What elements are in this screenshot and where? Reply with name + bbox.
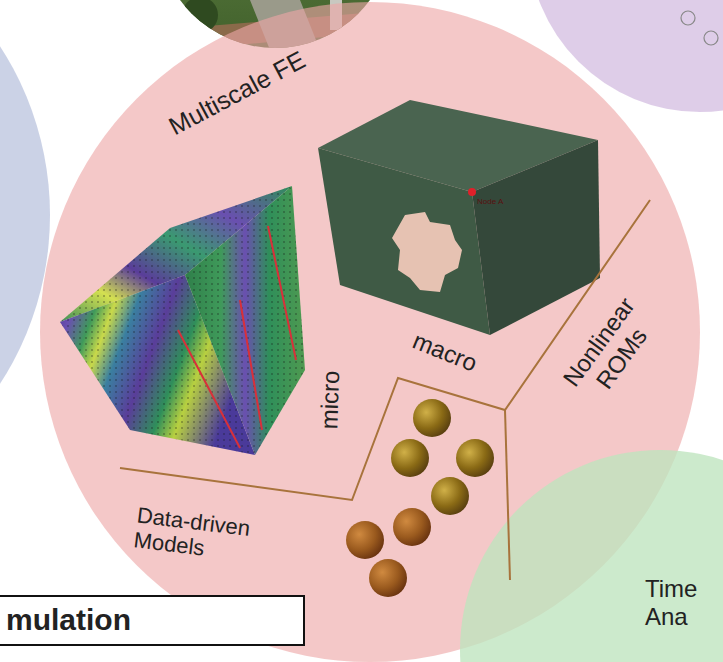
box-title: mulation [6, 603, 131, 638]
scale-label: micro [315, 370, 345, 430]
region-label: Data-driven Models [132, 502, 277, 569]
photo-tree [182, 0, 218, 33]
macro-cube [318, 100, 600, 335]
node-marker [468, 188, 476, 196]
text-holder: Node A [477, 197, 503, 206]
sphere [431, 477, 469, 515]
text-holder: mulation [6, 603, 131, 638]
scale-label: macro [409, 327, 481, 378]
cube-face [472, 140, 600, 335]
separator-line [505, 410, 510, 580]
sphere [346, 521, 384, 559]
data-spheres [346, 399, 494, 597]
cube-face [318, 148, 490, 335]
text-holder: Nonlinear ROMs [610, 350, 723, 405]
caption-box: mulation [0, 595, 305, 646]
region-label: Nonlinear ROMs [552, 285, 667, 415]
node-tag: Node A [477, 197, 503, 206]
circle-fill [460, 450, 723, 662]
neighbour-circle [0, 0, 50, 525]
region-circle: Time Ana [460, 450, 723, 662]
text-holder: Time Ana [645, 575, 705, 630]
crack-line [178, 226, 296, 448]
text-holder: micro [330, 400, 389, 428]
damage-zone [392, 212, 462, 292]
sphere [456, 439, 494, 477]
text-holder: Multiscale FE [237, 93, 387, 122]
sphere [413, 399, 451, 437]
sphere [391, 439, 429, 477]
region-title: Time Ana [645, 575, 705, 630]
small-symbol [681, 11, 695, 25]
text-holder: Data-driven Models [205, 536, 345, 587]
separator-line [120, 200, 650, 500]
circle-outline [460, 450, 723, 662]
micro-cube [60, 186, 305, 455]
small-symbol [704, 31, 718, 45]
sphere [369, 559, 407, 597]
text-holder: macro [445, 352, 512, 380]
sphere [393, 508, 431, 546]
